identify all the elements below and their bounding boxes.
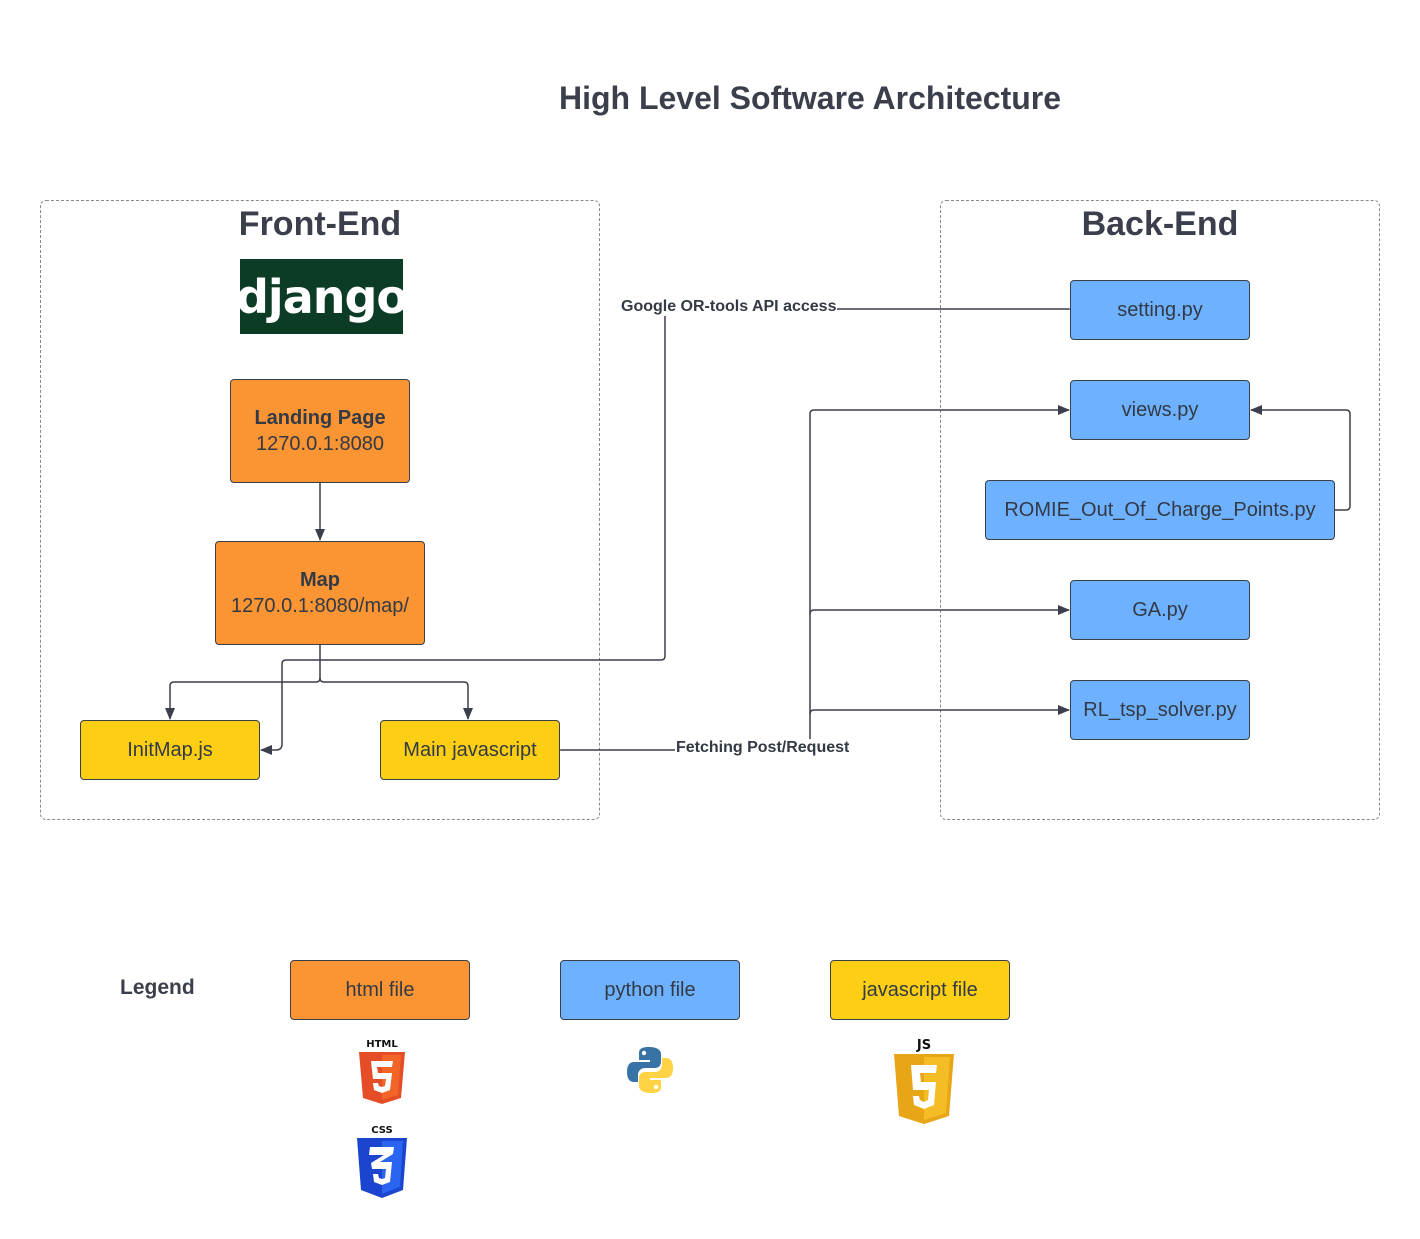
initmap-node[interactable]: InitMap.js [80, 720, 260, 780]
python-icon [627, 1047, 673, 1093]
django-logo: django [236, 259, 408, 334]
javascript-icon-label: JS [916, 1038, 931, 1053]
landing-page-node[interactable]: Landing Page 1270.0.1:8080 [230, 379, 410, 483]
edge-fetching [550, 405, 1070, 755]
legend-html-label: html file [345, 979, 415, 1001]
legend-python-file: python file [560, 960, 740, 1020]
frontend-title: Front-End [238, 205, 402, 243]
landing-page-name: Landing Page [254, 407, 386, 429]
html5-icon: HTML [359, 1039, 405, 1104]
setting-py-label: setting.py [1117, 299, 1203, 321]
views-py-label: views.py [1121, 399, 1199, 421]
legend-javascript-file: javascript file [830, 960, 1010, 1020]
legend-title: Legend [120, 976, 195, 999]
map-page-name: Map [300, 569, 340, 591]
romie-py-node[interactable]: ROMIE_Out_Of_Charge_Points.py [985, 480, 1335, 540]
main-javascript-label: Main javascript [403, 739, 537, 761]
map-page-url: 1270.0.1:8080/map/ [231, 595, 409, 617]
ga-py-label: GA.py [1132, 599, 1188, 621]
rl-tsp-solver-py-node[interactable]: RL_tsp_solver.py [1070, 680, 1250, 740]
initmap-label: InitMap.js [127, 739, 213, 761]
views-py-node[interactable]: views.py [1070, 380, 1250, 440]
edge-fetching-rl [809, 705, 1070, 715]
legend-javascript-label: javascript file [862, 979, 978, 1001]
django-logo-text: django [236, 269, 408, 324]
edge-romie-to-views [1250, 405, 1351, 511]
fetching-label: Fetching Post/Request [675, 739, 851, 757]
edge-map-to-mainjs [319, 677, 473, 720]
landing-page-url: 1270.0.1:8080 [256, 433, 384, 455]
javascript-icon: JS [894, 1038, 954, 1124]
edge-ortools [260, 304, 1080, 755]
romie-py-label: ROMIE_Out_Of_Charge_Points.py [1004, 499, 1316, 521]
setting-py-node[interactable]: setting.py [1070, 280, 1250, 340]
main-javascript-node[interactable]: Main javascript [380, 720, 560, 780]
backend-title: Back-End [1081, 205, 1239, 243]
frontend-group: Front-End [40, 200, 600, 820]
css3-icon: CSS [357, 1125, 407, 1198]
rl-tsp-solver-py-label: RL_tsp_solver.py [1083, 699, 1237, 721]
edge-map-to-initmap [165, 645, 321, 720]
ga-py-node[interactable]: GA.py [1070, 580, 1250, 640]
legend-html-file: html file [290, 960, 470, 1020]
edge-fetching-ga [809, 605, 1070, 615]
html5-icon-label: HTML [366, 1039, 398, 1050]
legend-python-label: python file [604, 979, 696, 1001]
css3-icon-label: CSS [371, 1125, 392, 1136]
ortools-label: Google OR-tools API access [620, 298, 838, 316]
diagram-title: High Level Software Architecture [558, 80, 1062, 116]
map-page-node[interactable]: Map 1270.0.1:8080/map/ [215, 541, 425, 645]
